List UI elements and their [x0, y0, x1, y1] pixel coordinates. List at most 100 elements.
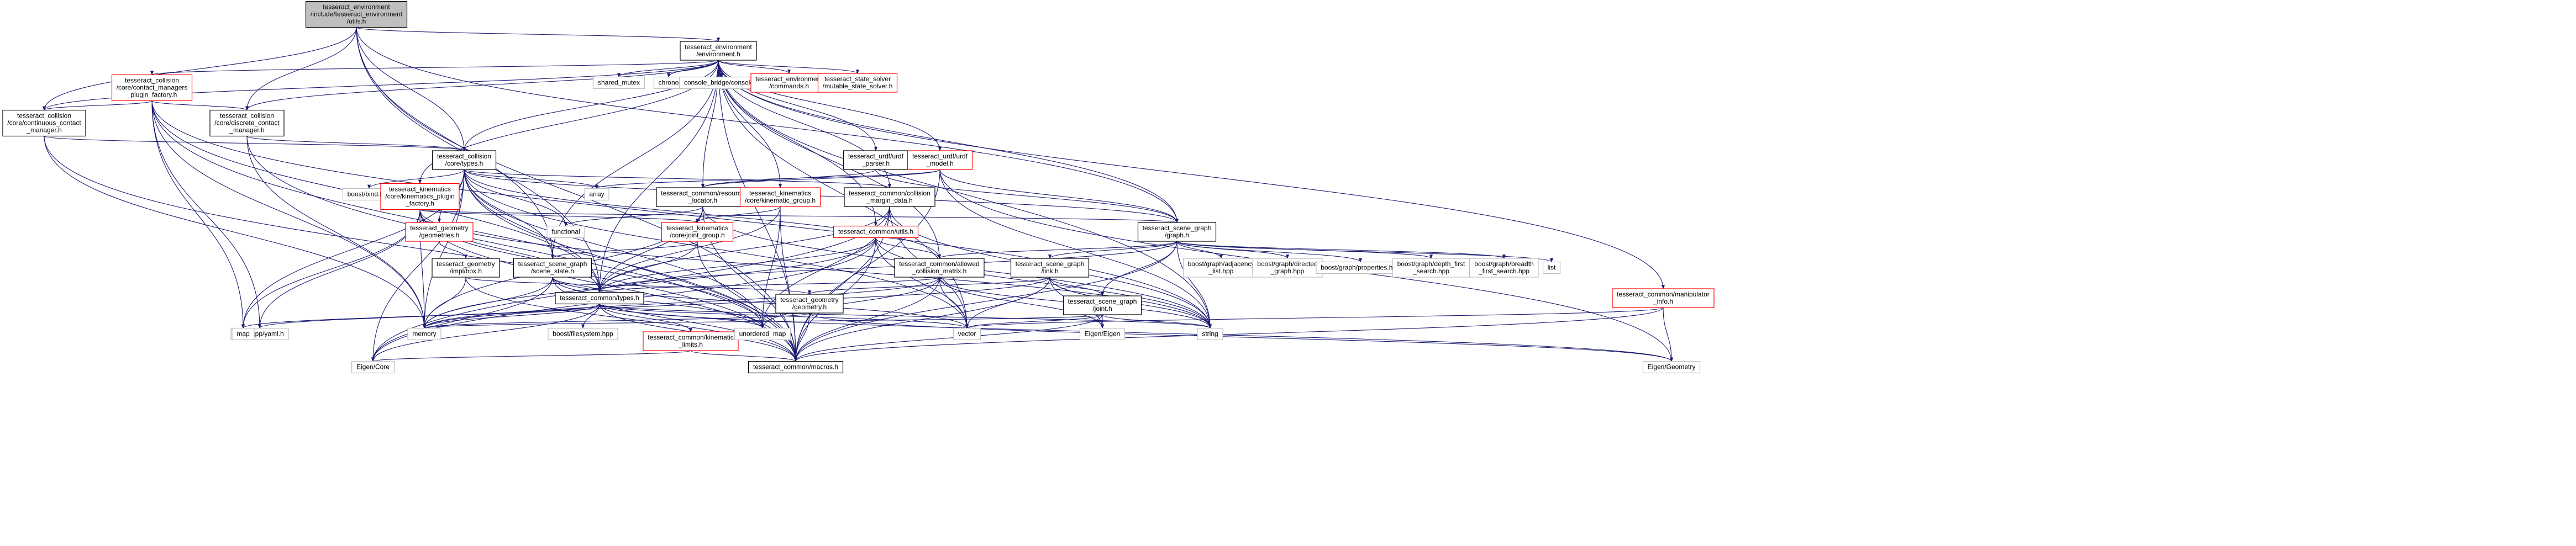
- dependency-nodes: tesseract_environment/include/tesseract_…: [2, 1, 1715, 374]
- edge-sgraph-to-link: [1048, 241, 1177, 259]
- edge-joint-to-vector: [965, 314, 1103, 329]
- node-functional[interactable]: functional: [546, 225, 585, 238]
- node-chrono[interactable]: chrono: [653, 76, 684, 89]
- node-bdfs[interactable]: boost/graph/depth_first_search.hpp: [1392, 258, 1470, 278]
- node-macros[interactable]: tesseract_common/macros.h: [748, 361, 844, 374]
- node-box-urdfm: [907, 150, 973, 170]
- node-box-eigen: [1079, 327, 1126, 341]
- node-box-bfs: [548, 327, 618, 341]
- edge-disc-to-ctypes: [246, 135, 466, 151]
- edge-sgraph-to-bprop: [1176, 241, 1362, 263]
- edge-mutils-to-vector: [965, 307, 1664, 329]
- node-label-list: list: [1548, 264, 1556, 272]
- node-label-geoms: /geometries.h: [419, 231, 460, 239]
- node-box-array: [584, 188, 609, 201]
- node-label-bbfs: boost/graph/breadth: [1474, 260, 1533, 268]
- node-label-chrono: chrono: [659, 79, 679, 87]
- node-box-geomh: [775, 294, 844, 314]
- node-ctypesh[interactable]: tesseract_common/types.h: [555, 291, 644, 305]
- node-geoms[interactable]: tesseract_geometry/geometries.h: [405, 222, 474, 242]
- edge-urdfm-to-array: [595, 169, 940, 189]
- node-joint[interactable]: tesseract_scene_graph/joint.h: [1063, 295, 1142, 315]
- node-label-bbind: boost/bind.hpp: [348, 190, 391, 198]
- node-vector[interactable]: vector: [953, 327, 981, 341]
- node-cmp[interactable]: tesseract_collision/core/contact_manager…: [111, 74, 193, 102]
- node-label-bprop: boost/graph/properties.hpp: [1321, 264, 1400, 272]
- node-list[interactable]: list: [1542, 261, 1561, 274]
- node-egeom[interactable]: Eigen/Geometry: [1642, 361, 1701, 374]
- edge-env-to-urdfm: [718, 60, 942, 151]
- node-label-acm: tesseract_common/allowed: [899, 260, 979, 268]
- node-box-jgroup: [661, 222, 734, 242]
- node-kgroup[interactable]: tesseract_kinematics/core/kinematic_grou…: [739, 187, 821, 207]
- node-resloc[interactable]: tesseract_common/resource_locator.h: [656, 187, 750, 207]
- node-label-disc: /core/discrete_contact: [214, 119, 280, 127]
- node-array[interactable]: array: [584, 188, 609, 201]
- node-label-cont: _manager.h: [26, 126, 61, 134]
- node-env[interactable]: tesseract_environment/environment.h: [680, 41, 757, 61]
- edge-geomh-to-memory: [423, 312, 810, 329]
- edge-sgraph-to-ctypesh: [598, 241, 1177, 293]
- node-klimits[interactable]: tesseract_common/kinematic_limits.h: [643, 331, 739, 351]
- node-box-map: [232, 327, 255, 341]
- node-urdfm[interactable]: tesseract_urdf/urdf_model.h: [907, 150, 973, 170]
- node-string[interactable]: string: [1197, 327, 1223, 341]
- edge-mutils-to-macros: [794, 307, 1664, 362]
- edge-root-to-env: [356, 26, 720, 42]
- node-box-shm: [592, 76, 645, 89]
- node-acm[interactable]: tesseract_common/allowed_collision_matri…: [894, 258, 985, 278]
- node-root[interactable]: tesseract_environment/include/tesseract_…: [305, 1, 408, 28]
- node-ctypes[interactable]: tesseract_collision/core/types.h: [432, 150, 497, 170]
- node-label-mutils: _info.h: [1653, 298, 1673, 305]
- node-ecore[interactable]: Eigen/Core: [351, 361, 395, 374]
- node-memory[interactable]: memory: [407, 327, 441, 341]
- node-urdfp[interactable]: tesseract_urdf/urdf_parser.h: [843, 150, 909, 170]
- node-cont[interactable]: tesseract_collision/core/continuous_cont…: [2, 109, 86, 137]
- node-box-bdir: [1252, 258, 1323, 278]
- node-label-commands: /commands.h: [769, 82, 809, 90]
- edge-ctypesh-to-map: [241, 304, 600, 329]
- edge-sgraph-to-acm: [938, 241, 1177, 259]
- node-disc[interactable]: tesseract_collision/core/discrete_contac…: [209, 109, 285, 137]
- node-label-bdir: boost/graph/directed: [1257, 260, 1317, 268]
- node-geomh[interactable]: tesseract_geometry/geometry.h: [775, 294, 844, 314]
- edge-mutils-to-egeom: [1663, 307, 1674, 362]
- node-link[interactable]: tesseract_scene_graph/link.h: [1010, 258, 1090, 278]
- edge-ctypes-to-umap: [464, 169, 765, 329]
- edge-acm-to-memory: [423, 277, 940, 329]
- edge-root-to-cont: [42, 27, 357, 111]
- node-box-sgraph: [1137, 222, 1217, 242]
- edge-env-to-ctypes: [462, 60, 719, 151]
- node-label-cont: /core/continuous_contact: [7, 119, 81, 127]
- node-box-link: [1010, 258, 1090, 278]
- node-umap[interactable]: unordered_map: [734, 327, 791, 341]
- node-map[interactable]: map: [232, 327, 255, 341]
- node-sstate[interactable]: tesseract_scene_graph/scene_state.h: [513, 258, 592, 278]
- node-label-array: array: [589, 190, 604, 198]
- node-bprop[interactable]: boost/graph/properties.hpp: [1316, 261, 1405, 274]
- edge-cmp-to-yaml: [151, 100, 262, 329]
- edge-urdfm-to-string: [939, 169, 1212, 329]
- node-cutils[interactable]: tesseract_common/utils.h: [833, 225, 919, 238]
- node-kpf[interactable]: tesseract_kinematics/core/kinematics_plu…: [380, 183, 460, 210]
- node-cmd[interactable]: tesseract_common/collision_margin_data.h: [844, 187, 935, 207]
- node-bfs[interactable]: boost/filesystem.hpp: [548, 327, 618, 341]
- edge-urdfp-to-sgraph: [875, 169, 1179, 223]
- node-label-badj: boost/graph/adjacency: [1188, 260, 1255, 268]
- node-sgraph[interactable]: tesseract_scene_graph/graph.h: [1137, 222, 1217, 242]
- node-shm[interactable]: shared_mutex: [592, 76, 645, 89]
- node-label-cmp: _plugin_factory.h: [127, 91, 177, 99]
- node-mss[interactable]: tesseract_state_solver/mutable_state_sol…: [817, 73, 898, 93]
- node-badj[interactable]: boost/graph/adjacency_list.hpp: [1182, 258, 1260, 278]
- node-eigen[interactable]: Eigen/Eigen: [1079, 327, 1126, 341]
- node-mutils[interactable]: tesseract_common/manipulator_info.h: [1612, 288, 1715, 308]
- node-commands[interactable]: tesseract_environment/commands.h: [750, 73, 828, 93]
- node-label-urdfp: tesseract_urdf/urdf: [848, 152, 904, 160]
- node-bdir[interactable]: boost/graph/directed_graph.hpp: [1252, 258, 1323, 278]
- node-label-egeom: Eigen/Geometry: [1648, 363, 1696, 371]
- node-label-mutils: tesseract_common/manipulator: [1617, 290, 1709, 298]
- node-bbfs[interactable]: boost/graph/breadth_first_search.hpp: [1469, 258, 1539, 278]
- node-impl[interactable]: tesseract_geometry/impl/box.h: [432, 258, 500, 278]
- node-jgroup[interactable]: tesseract_kinematics/core/joint_group.h: [661, 222, 734, 242]
